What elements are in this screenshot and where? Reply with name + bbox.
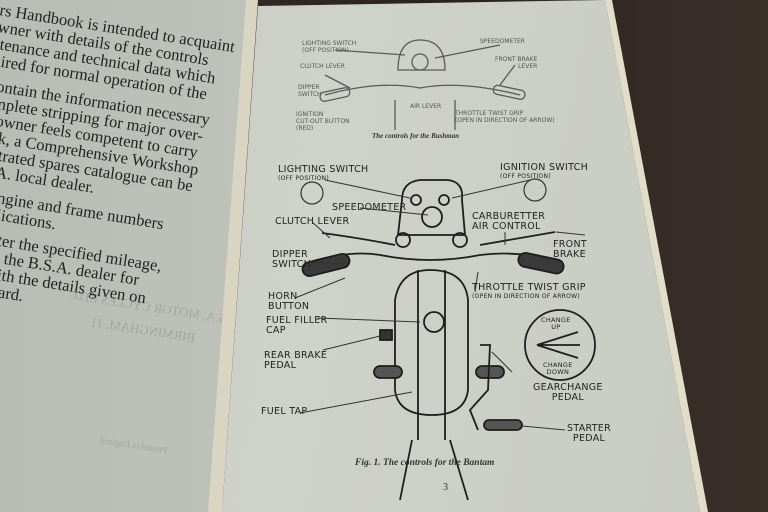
switch-icons — [300, 178, 547, 205]
top-figure-caption: The controls for the Bushman — [372, 132, 460, 140]
label-fuel-tap: FUEL TAP — [261, 406, 308, 417]
fuel-tank — [394, 269, 469, 416]
label-throttle: THROTTLE TWIST GRIP(OPEN IN DIRECTION OF… — [455, 110, 555, 124]
label-lighting-switch: LIGHTING SWITCH(OFF POSITION) — [302, 40, 357, 54]
lighting-switch-icon — [300, 181, 324, 205]
label-clutch-lever: CLUTCH LEVER — [300, 63, 345, 70]
right-grip — [517, 251, 565, 275]
label-clutch-lever: CLUTCH LEVER — [275, 216, 350, 227]
label-speedometer: SPEEDOMETER — [332, 202, 407, 213]
label-air-lever: AIR LEVER — [410, 103, 442, 110]
label-lighting-switch: LIGHTING SWITCH(OFF POSITION) — [278, 164, 369, 183]
left-grip — [301, 252, 351, 278]
gearchange-inset — [524, 309, 596, 381]
speedometer-dial — [421, 206, 443, 228]
leader-lines — [294, 179, 586, 431]
figure-caption: Fig. 1. The controls for the Bantam — [355, 458, 495, 468]
bushman-diagram — [319, 39, 526, 130]
frame-tubes — [417, 270, 446, 440]
ignition-switch-icon — [523, 178, 547, 202]
fuel-filler-cap — [423, 311, 445, 333]
label-speedometer: SPEEDOMETER — [480, 38, 525, 45]
label-throttle-twist-grip: THROTTLE TWIST GRIP(OPEN IN DIRECTION OF… — [472, 282, 586, 301]
page-number: 3 — [443, 482, 448, 493]
label-ignition-switch: IGNITION SWITCH(OFF POSITION) — [500, 162, 589, 181]
headlamp-nacelle — [396, 179, 466, 236]
bantam-diagram — [301, 179, 596, 501]
